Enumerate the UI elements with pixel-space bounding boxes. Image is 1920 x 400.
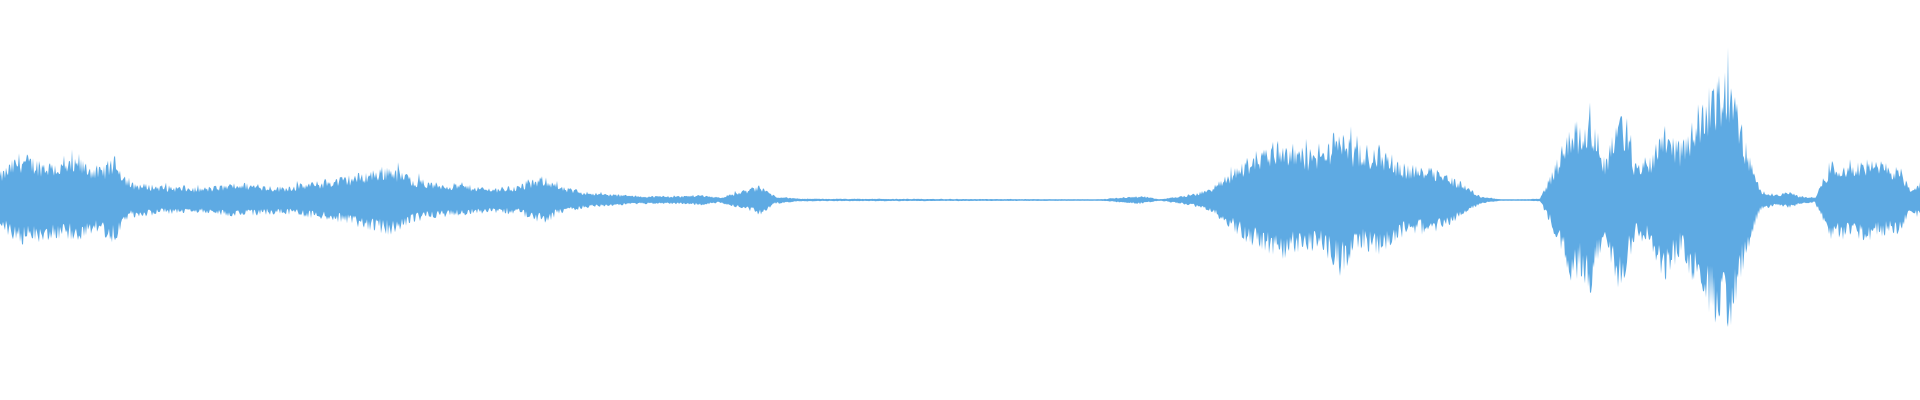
waveform-shape bbox=[0, 47, 1920, 327]
